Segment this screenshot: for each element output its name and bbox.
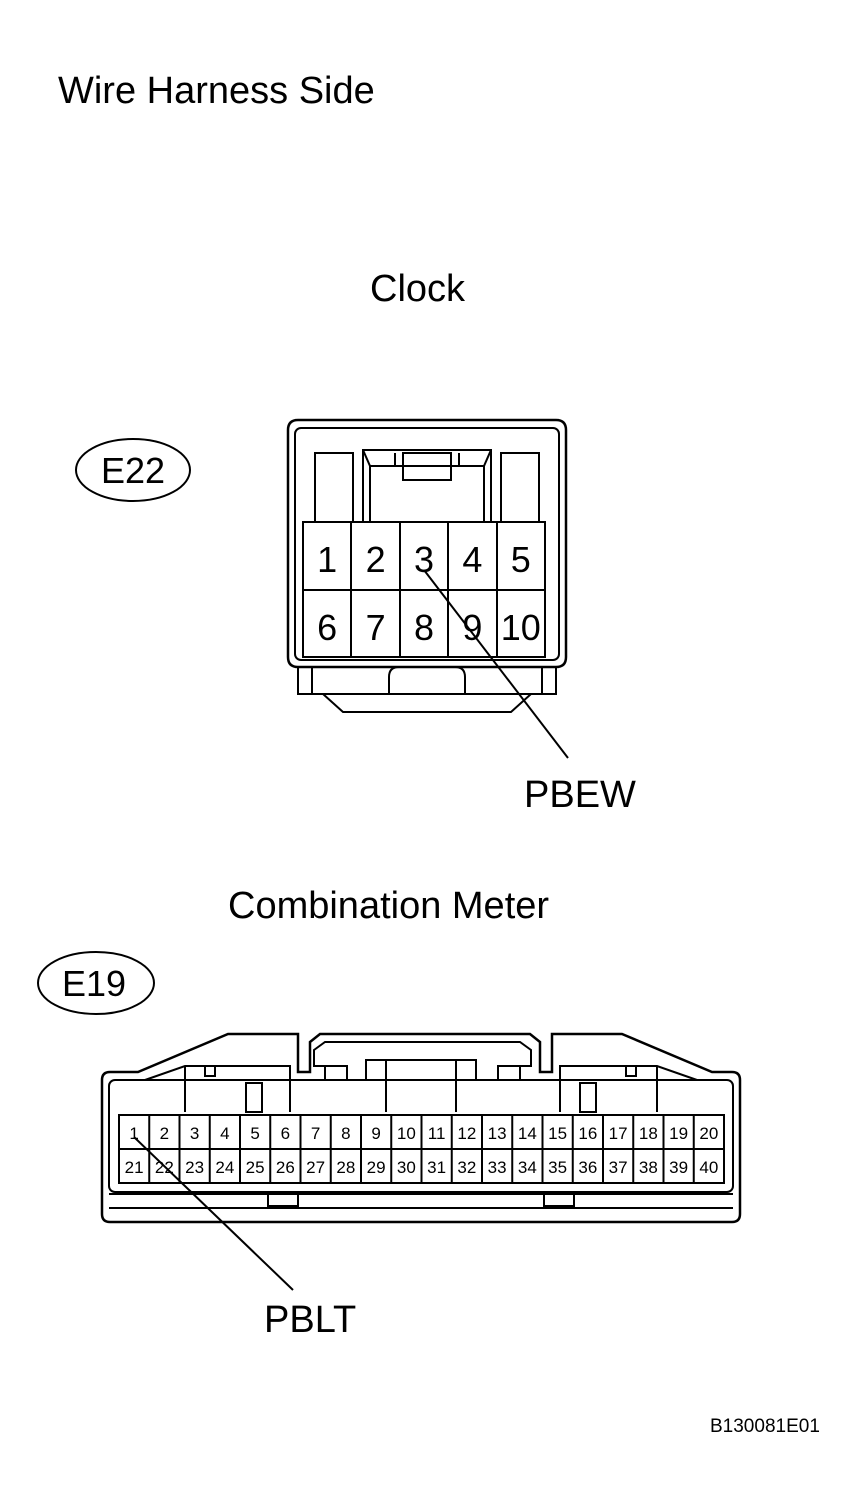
pin-7: 7	[311, 1124, 320, 1143]
pin-19: 19	[669, 1124, 688, 1143]
pin-8: 8	[341, 1124, 350, 1143]
figure-id: B130081E01	[710, 1416, 820, 1437]
pin-2: 2	[160, 1124, 169, 1143]
clock-connector-title: Clock	[370, 268, 466, 310]
meter-connector-body	[100, 1032, 742, 1224]
pin-24: 24	[215, 1158, 234, 1177]
e22-tag-text: E22	[101, 450, 165, 491]
pin-9: 9	[462, 607, 482, 648]
pin-10: 10	[501, 607, 541, 648]
pin-2: 2	[366, 539, 386, 580]
pin-40: 40	[699, 1158, 718, 1177]
pin-33: 33	[488, 1158, 507, 1177]
pin-34: 34	[518, 1158, 537, 1177]
pbew-leader-line	[423, 569, 569, 759]
pin-10: 10	[397, 1124, 416, 1143]
pin-9: 9	[371, 1124, 380, 1143]
pin-28: 28	[336, 1158, 355, 1177]
pin-32: 32	[457, 1158, 476, 1177]
pin-38: 38	[639, 1158, 658, 1177]
pin-15: 15	[548, 1124, 567, 1143]
e22-tag	[75, 438, 191, 502]
pin-3: 3	[190, 1124, 199, 1143]
pin-36: 36	[578, 1158, 597, 1177]
e19-tag-text: E19	[62, 963, 126, 1004]
pin-1: 1	[129, 1124, 138, 1143]
pin-14: 14	[518, 1124, 537, 1143]
pin-20: 20	[699, 1124, 718, 1143]
page-title: Wire Harness Side	[58, 70, 375, 112]
pin-35: 35	[548, 1158, 567, 1177]
meter-connector-title: Combination Meter	[228, 885, 550, 927]
pin-6: 6	[317, 607, 337, 648]
pin-4: 4	[462, 539, 482, 580]
pin-25: 25	[246, 1158, 265, 1177]
pblt-leader-line	[133, 1136, 294, 1291]
pbew-callout-label: PBEW	[524, 774, 636, 816]
pin-26: 26	[276, 1158, 295, 1177]
pin-1: 1	[317, 539, 337, 580]
pin-6: 6	[281, 1124, 290, 1143]
pin-7: 7	[366, 607, 386, 648]
pin-18: 18	[639, 1124, 658, 1143]
pin-4: 4	[220, 1124, 229, 1143]
pin-29: 29	[367, 1158, 386, 1177]
pin-5: 5	[511, 539, 531, 580]
clock-connector-body	[286, 418, 568, 713]
pin-37: 37	[609, 1158, 628, 1177]
pin-27: 27	[306, 1158, 325, 1177]
pin-16: 16	[578, 1124, 597, 1143]
pin-8: 8	[414, 607, 434, 648]
pin-30: 30	[397, 1158, 416, 1177]
pin-11: 11	[428, 1124, 446, 1143]
pin-39: 39	[669, 1158, 688, 1177]
pin-21: 21	[125, 1158, 144, 1177]
pin-31: 31	[427, 1158, 446, 1177]
pin-13: 13	[488, 1124, 507, 1143]
pin-17: 17	[609, 1124, 628, 1143]
pblt-callout-label: PBLT	[264, 1299, 357, 1341]
pin-3: 3	[414, 539, 434, 580]
e19-tag	[37, 951, 155, 1015]
pin-12: 12	[457, 1124, 476, 1143]
pin-23: 23	[185, 1158, 204, 1177]
pin-5: 5	[250, 1124, 259, 1143]
